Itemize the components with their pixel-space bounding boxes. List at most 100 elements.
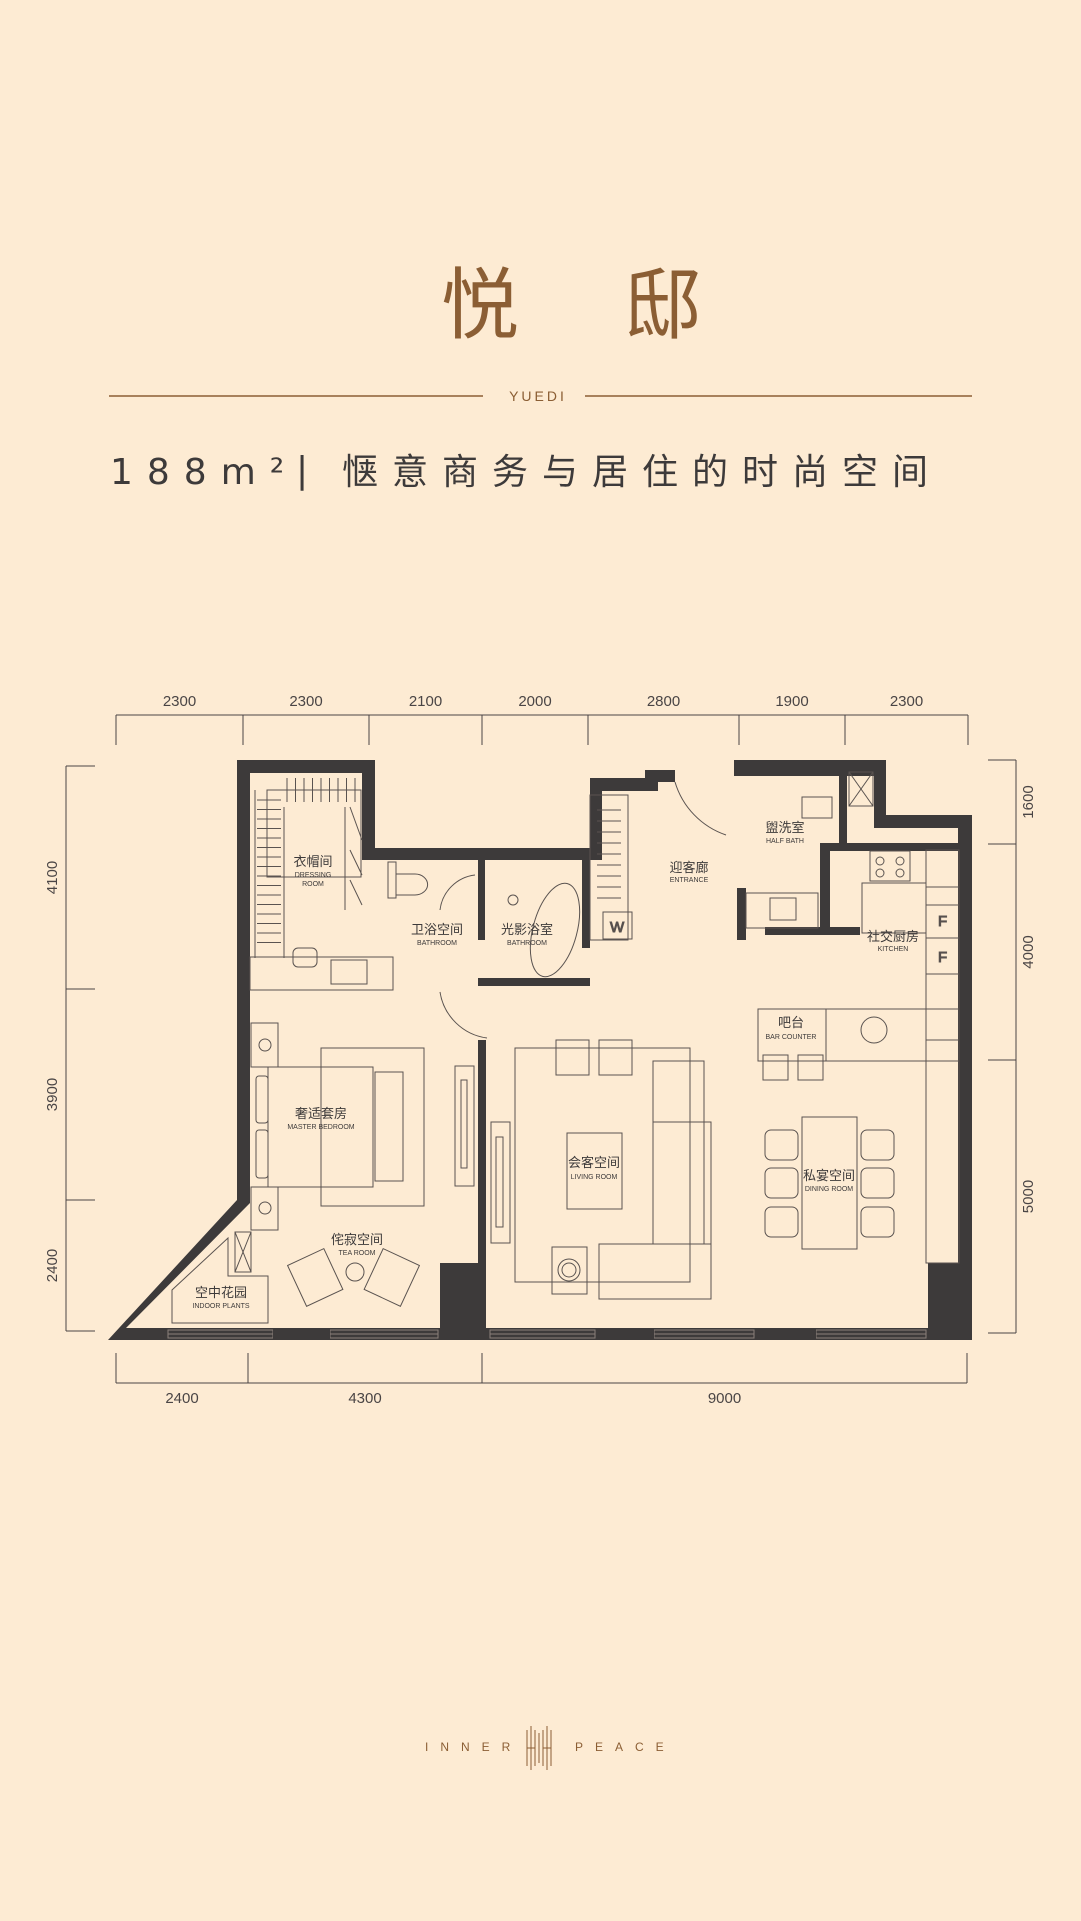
bar-stool-2 [797, 1054, 824, 1081]
halfbath-sink [769, 897, 797, 921]
partition-bedroom-living [478, 1040, 486, 1270]
shaft-box-plants [234, 1231, 252, 1273]
dimension-left-label: 2400 [44, 1249, 61, 1282]
vanity-counter [249, 956, 394, 991]
halfbath-toilet [801, 796, 833, 819]
tea-chair-1 [286, 1247, 344, 1307]
bar-counter [757, 1008, 927, 1062]
room-label-master-bedroom-en: MASTER BEDROOM [287, 1124, 354, 1131]
fridge-label-1: F [938, 913, 947, 930]
halfbath-sink-counter [745, 892, 819, 929]
entrance-closet [589, 794, 629, 941]
room-label-dressing-en2: ROOM [302, 881, 324, 888]
room-label-kitchen-en: KITCHEN [878, 946, 909, 953]
partition-halfbath-bottom [765, 927, 860, 935]
armchair-1 [555, 1039, 590, 1076]
nightstand-2 [250, 1186, 279, 1231]
dining-chairs [764, 1129, 895, 1238]
partition-bath [478, 978, 590, 986]
partition-kitchen [820, 843, 830, 935]
bedroom-door-swing [439, 991, 488, 1039]
dimension-top-label: 2000 [518, 693, 551, 710]
dining-table [801, 1116, 858, 1250]
room-label-living-en: LIVING ROOM [571, 1174, 618, 1181]
window-pier-3 [762, 1328, 816, 1340]
dining-chair [764, 1129, 799, 1161]
tv-console-living [490, 1121, 511, 1244]
toilet-tank [387, 861, 397, 899]
bed [267, 1066, 374, 1188]
entrance-wall-stub [737, 888, 746, 940]
vanity-sink [330, 959, 368, 985]
dimension-top-label: 2100 [409, 693, 442, 710]
dining-chair [860, 1206, 895, 1238]
toilet-bowl [395, 873, 429, 896]
tagline: 惬意商务与居住的时尚空间 [342, 452, 942, 493]
living-rug [514, 1047, 691, 1283]
armchair-2 [598, 1039, 633, 1076]
area-text: 188m² [110, 452, 298, 493]
room-labels: 衣帽间 DRESSING ROOM 卫浴空间 BATHROOM 光影浴室 BAT… [192, 820, 919, 1310]
dimension-bottom-label: 4300 [348, 1390, 381, 1407]
room-label-halfbath-en: HALF BATH [766, 838, 804, 845]
bar-stool-1 [762, 1054, 789, 1081]
hanger-rods [257, 778, 621, 943]
dining-chair [764, 1206, 799, 1238]
dimension-left-label: 4100 [44, 861, 61, 894]
dimension-left-label: 3900 [44, 1078, 61, 1111]
cooktop [869, 850, 911, 882]
sofa-chaise [598, 1243, 712, 1300]
subtitle-divider: | [296, 450, 322, 491]
bar-sink [860, 1016, 888, 1044]
room-label-dining: 私宴空间 [803, 1168, 855, 1184]
partition-bathroom-mid [478, 860, 485, 940]
washer-label: W [610, 919, 625, 936]
tea-table [345, 1262, 365, 1282]
kitchen-counter [861, 882, 927, 934]
room-label-indoor-plants-en: INDOOR PLANTS [192, 1303, 250, 1310]
outer-wall [108, 760, 972, 1340]
room-label-living: 会客空间 [568, 1155, 620, 1171]
sofa-back [652, 1060, 705, 1245]
room-label-indoor-plants: 空中花园 [195, 1285, 247, 1301]
walls [108, 760, 972, 1340]
bed-bench [374, 1071, 404, 1182]
bed-pillow-1 [255, 1075, 269, 1124]
dimension-top-label: 2300 [289, 693, 322, 710]
washer-box [602, 911, 633, 940]
room-label-bathroom2-en: BATHROOM [507, 940, 547, 947]
room-label-master-bedroom: 奢适套房 [295, 1106, 347, 1122]
shower-drain [507, 894, 519, 906]
footer-inner: INNER [425, 1740, 522, 1754]
window-pier-1 [273, 1328, 330, 1340]
indoor-planter [171, 1236, 269, 1324]
coffee-table [566, 1132, 623, 1210]
dimension-top-label: 2800 [647, 693, 680, 710]
partition-kitchen-h [820, 843, 960, 851]
dimension-right-label: 5000 [1020, 1180, 1037, 1213]
nightstand-1 [250, 1022, 279, 1068]
bedroom-rug [320, 1047, 425, 1207]
side-table [551, 1246, 588, 1295]
dimension-bottom-label: 2400 [165, 1390, 198, 1407]
closet-dressing [254, 789, 363, 958]
dimension-bottom-label: 9000 [708, 1390, 741, 1407]
bed-pillow-2 [255, 1129, 269, 1179]
dining-chair [764, 1167, 799, 1199]
tea-chair-2 [363, 1247, 421, 1307]
room-label-bar-en: BAR COUNTER [766, 1034, 817, 1041]
dimension-top-label: 2300 [163, 693, 196, 710]
room-label-bathroom-en: BATHROOM [417, 940, 457, 947]
room-label-bathroom: 卫浴空间 [411, 923, 463, 938]
sofa-side [652, 1121, 712, 1245]
fridge-label-2: F [938, 949, 947, 966]
dining-chair [860, 1167, 895, 1199]
dimension-right-label: 4000 [1020, 935, 1037, 968]
room-label-bathroom2: 光影浴室 [501, 922, 553, 938]
bathroom-door-swing [439, 874, 476, 911]
column-bottom-right [928, 1263, 972, 1340]
room-label-dining-en: DINING ROOM [805, 1186, 853, 1193]
bathtub [529, 882, 581, 978]
room-label-dressing-en: DRESSING [295, 872, 332, 879]
